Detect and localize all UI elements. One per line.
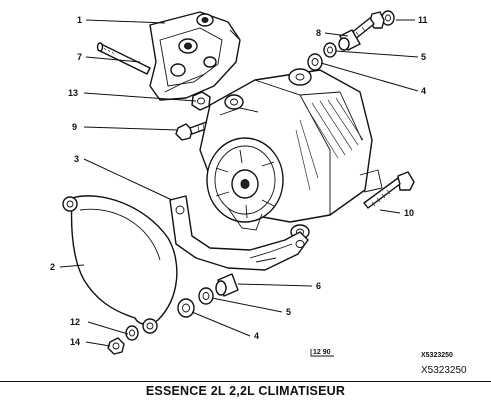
reference-number-small: X5323250 <box>421 352 453 359</box>
hex-nut <box>191 91 211 111</box>
callout-labels: 1 7 13 9 3 2 12 14 8 11 5 4 10 6 5 4 <box>50 15 428 347</box>
callout-13: 13 <box>68 88 78 98</box>
callout-9: 9 <box>72 122 77 132</box>
diagram-caption: ESSENCE 2L 2,2L CLIMATISEUR <box>145 384 346 398</box>
cover-plate <box>62 195 178 334</box>
callout-4-lower: 4 <box>254 331 259 341</box>
callout-8: 8 <box>316 28 321 38</box>
callout-6: 6 <box>316 281 321 291</box>
callout-11: 11 <box>418 15 428 25</box>
callout-5-lower: 5 <box>286 307 291 317</box>
reference-number: X5323250 <box>421 365 467 376</box>
callout-2: 2 <box>50 262 55 272</box>
callout-4-upper: 4 <box>421 86 426 96</box>
leader-lines <box>59 19 419 347</box>
washer-and-nut <box>107 325 139 355</box>
callout-7: 7 <box>77 52 82 62</box>
upper-bolt-assembly <box>307 10 395 71</box>
callout-12: 12 <box>70 317 80 327</box>
long-bolt <box>363 171 415 209</box>
callout-5-upper: 5 <box>421 52 426 62</box>
long-stud <box>96 42 151 75</box>
callout-3: 3 <box>74 154 79 164</box>
lower-bracket <box>169 195 309 271</box>
lower-spacer-assembly <box>177 273 239 318</box>
caption-bar: ESSENCE 2L 2,2L CLIMATISEUR <box>0 381 491 405</box>
upper-mounting-bracket <box>149 11 241 101</box>
callout-14: 14 <box>70 337 80 347</box>
alternator <box>199 68 383 240</box>
edition-mark-text: 12 90 <box>313 349 331 356</box>
callout-10: 10 <box>404 208 414 218</box>
edition-mark: 12 90 <box>310 349 334 357</box>
callout-1: 1 <box>77 15 82 25</box>
